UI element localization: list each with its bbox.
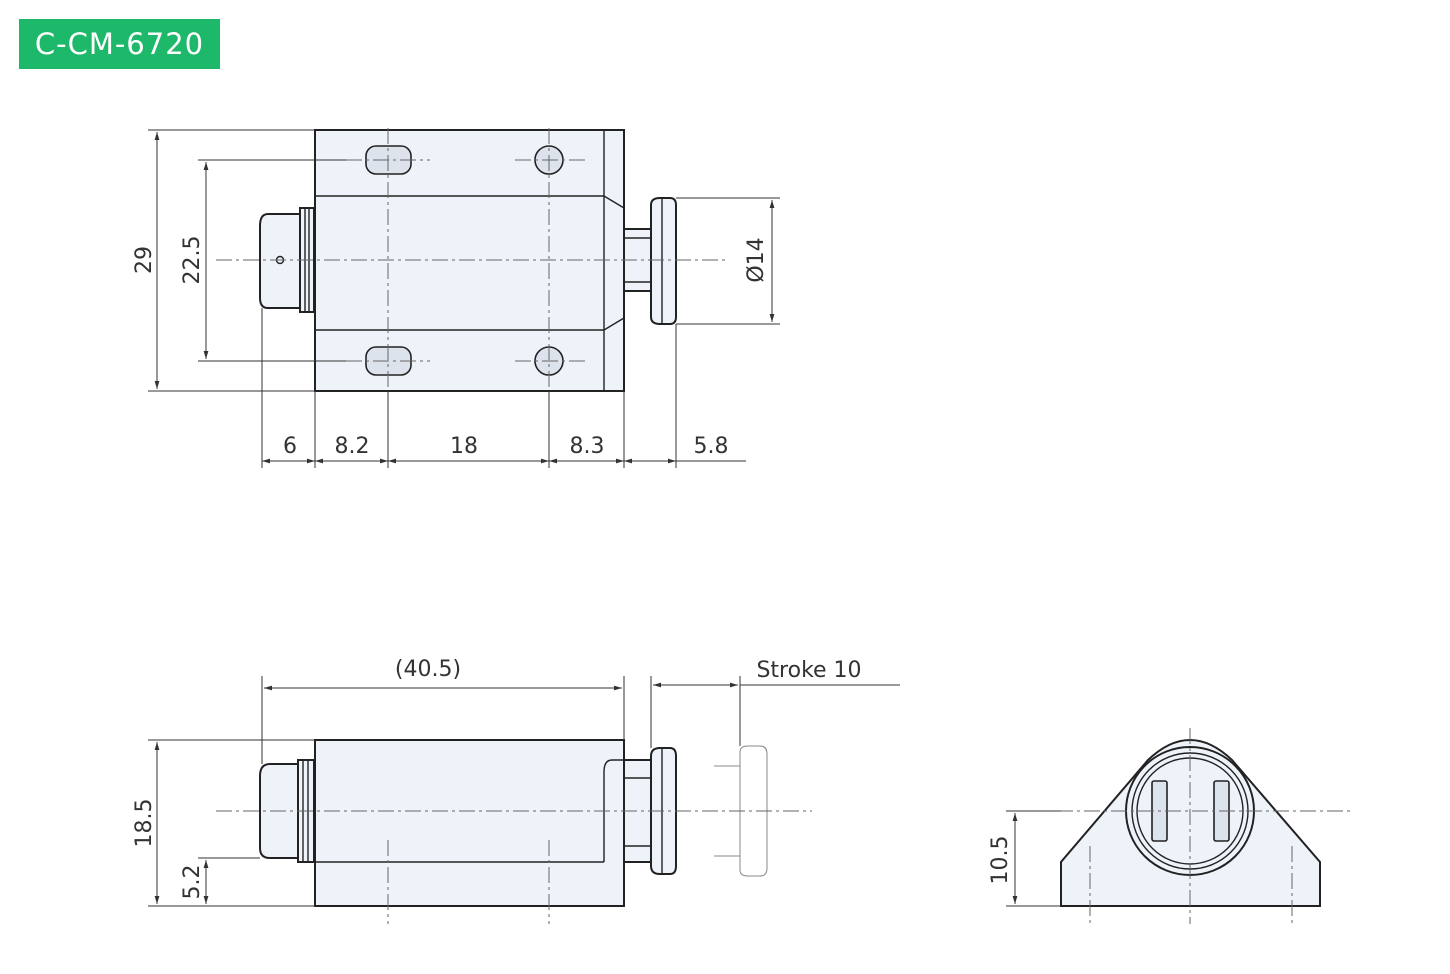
dim-center-height: 10.5: [988, 836, 1013, 885]
end-view: 10.5: [988, 728, 1350, 924]
side-button-ghost: [739, 745, 768, 877]
product-code-badge: C-CM-6720: [19, 19, 220, 69]
dim-offset-right: 8.3: [570, 434, 605, 459]
dim-height-total: 29: [132, 246, 157, 274]
dim-cap-length: 6: [283, 434, 297, 459]
dim-offset-left: 8.2: [335, 434, 370, 459]
front-cap: [259, 213, 301, 309]
dim-side-height: 18.5: [132, 799, 157, 848]
dim-hole-pitch: 18: [450, 434, 478, 459]
dim-button-diameter: Ø14: [744, 237, 769, 282]
dim-button-protrusion: 5.8: [694, 434, 729, 459]
dim-hole-spacing: 22.5: [180, 236, 205, 285]
front-view: 29 22.5 Ø14 6 8.2 18 8.3 5.8: [132, 128, 780, 468]
side-view: (40.5) Stroke 10 18.5 5.2: [132, 657, 900, 924]
dim-base-height: 5.2: [180, 865, 205, 900]
dim-stroke: Stroke 10: [756, 658, 861, 683]
front-button: [650, 197, 677, 325]
dim-overall-length: (40.5): [395, 657, 461, 682]
side-body: [314, 739, 625, 907]
